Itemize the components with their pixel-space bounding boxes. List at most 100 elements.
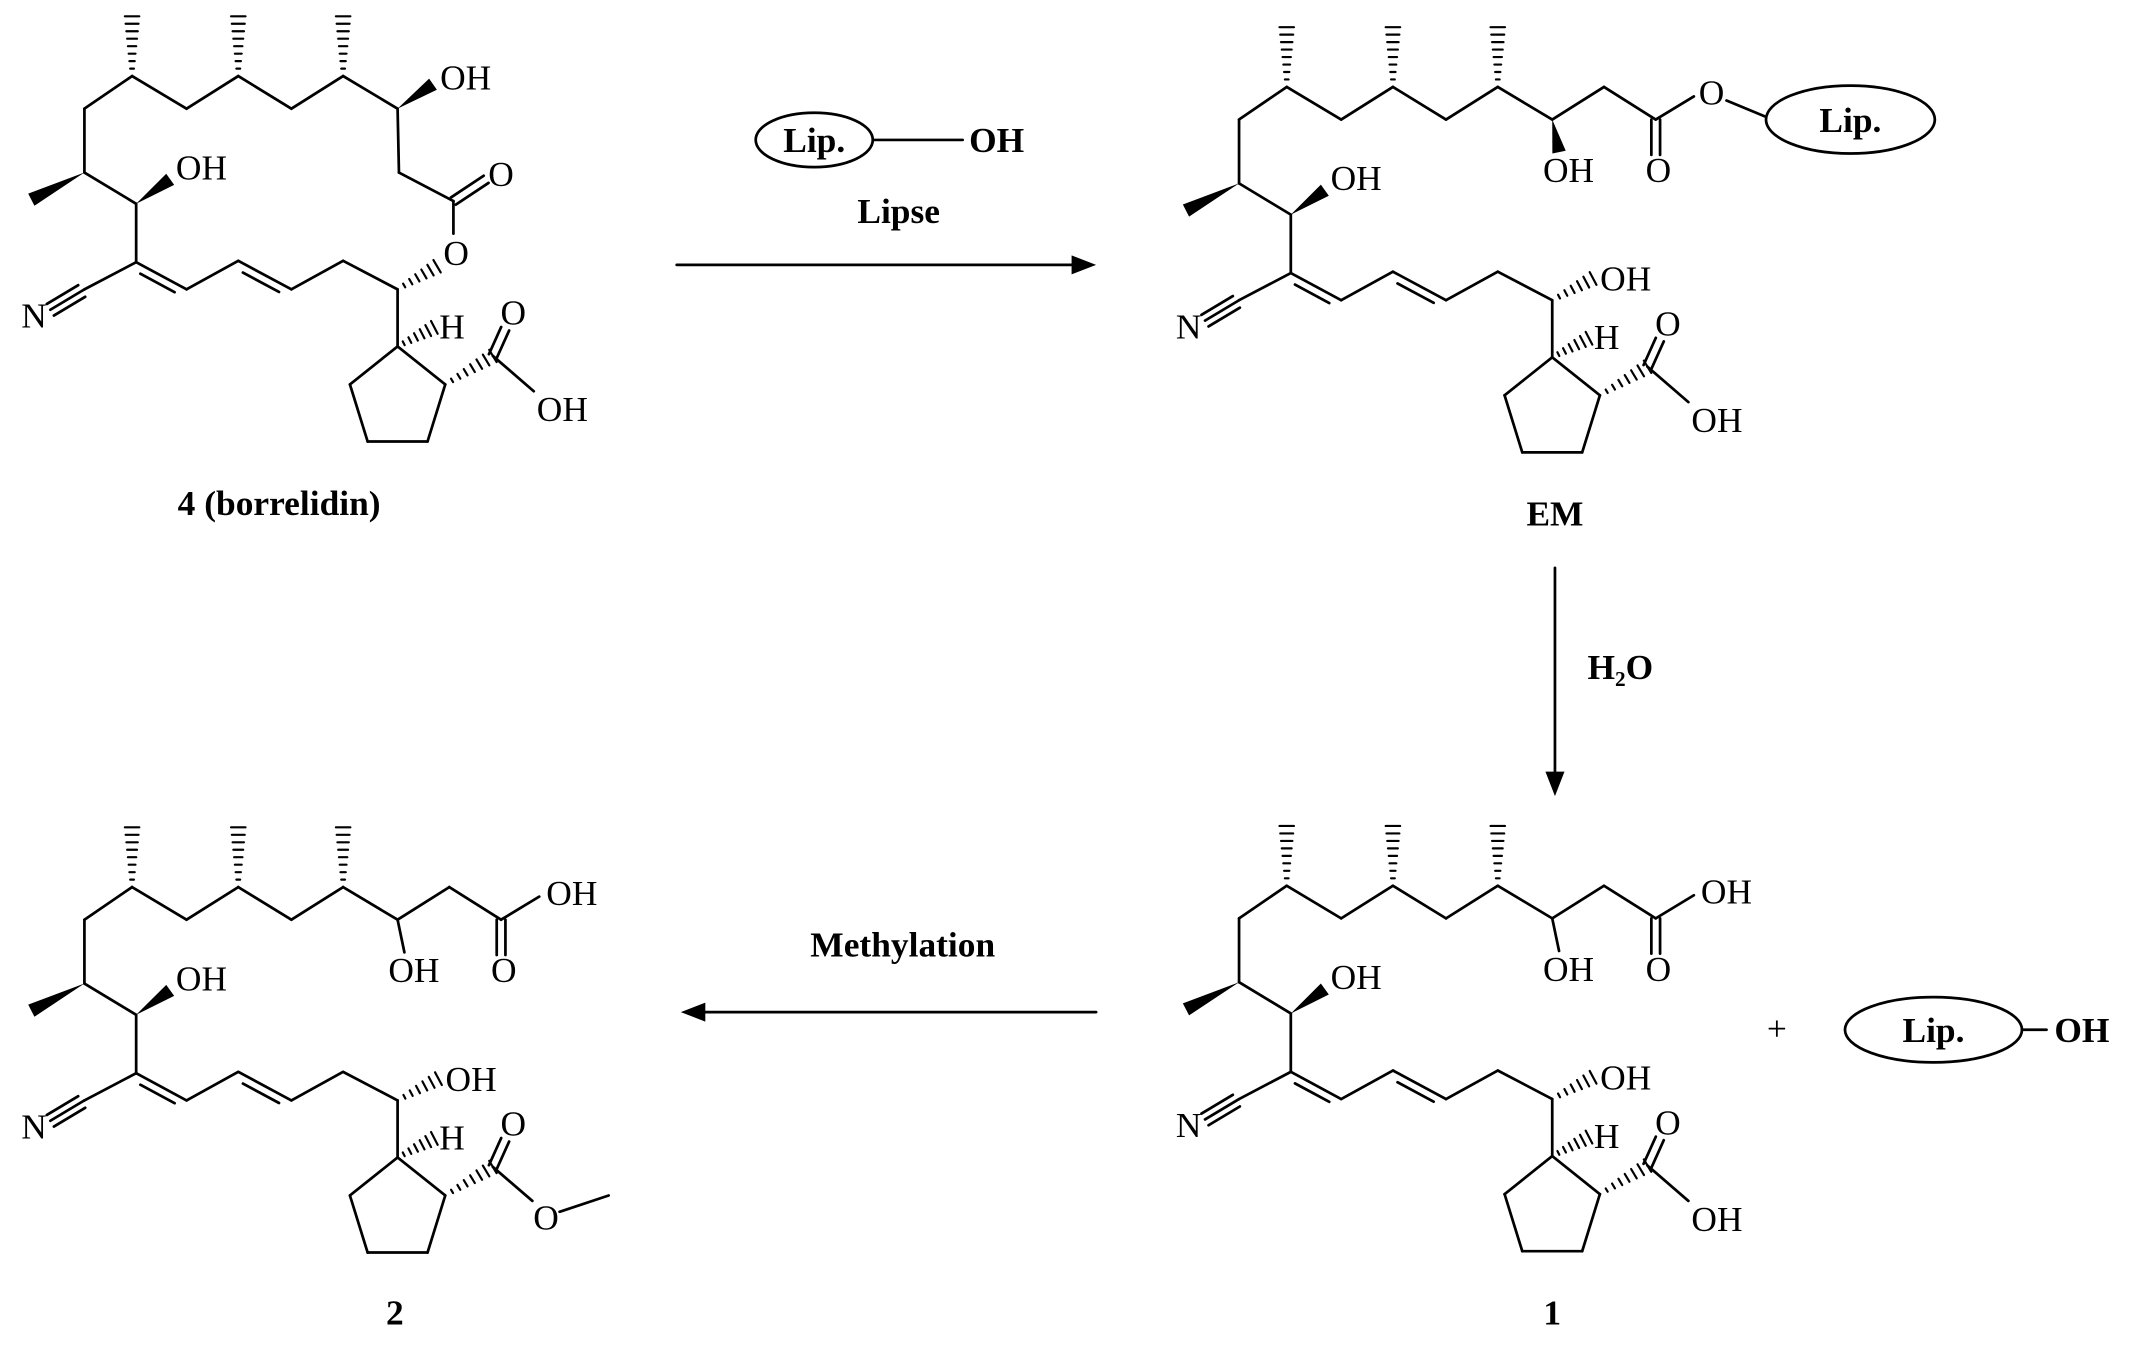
hashed-bond <box>1556 1129 1594 1156</box>
single-bond <box>185 259 240 291</box>
nitrogen-label: N <box>1176 1105 1202 1145</box>
single-bond <box>1444 270 1500 302</box>
nitrogen-label: N <box>1176 306 1202 346</box>
bond-line <box>1293 1082 1331 1104</box>
single-bond <box>396 918 406 954</box>
ester-oxygen-label: O <box>533 1197 559 1237</box>
hashed-bond <box>1278 26 1296 81</box>
hash-line <box>402 282 407 289</box>
hydrogen-label: H <box>439 1117 465 1157</box>
single-bond <box>185 885 240 922</box>
hashed-bond <box>123 826 141 881</box>
hash-line <box>1556 351 1561 358</box>
nitrogen-label: N <box>21 1106 47 1146</box>
hydroxyl-label: OH <box>1543 150 1594 190</box>
wedge-bond <box>1182 982 1240 1016</box>
hash-line <box>1584 330 1594 346</box>
hash-line <box>421 1080 429 1092</box>
single-bond <box>1496 1069 1554 1101</box>
triple-bond <box>1200 294 1242 328</box>
hydrogen-label: H <box>1594 317 1620 357</box>
single-bond <box>499 895 541 922</box>
bond-line <box>241 271 281 294</box>
single-bond <box>1285 884 1343 920</box>
bond-line <box>1391 270 1448 302</box>
single-bond <box>341 74 399 111</box>
hydroxyl-label: OH <box>537 389 588 429</box>
single-bond <box>396 1156 447 1197</box>
arrow-head <box>1071 255 1097 275</box>
bond-line <box>49 288 86 312</box>
hash-line <box>429 319 439 335</box>
hash-line <box>1556 1092 1562 1099</box>
bond-line <box>1203 1097 1241 1121</box>
bond-line <box>1642 1135 1658 1166</box>
single-bond <box>290 259 345 291</box>
hash-line <box>420 268 428 280</box>
hydrolysis-arrow <box>1545 566 1565 797</box>
hash-line <box>1578 1133 1587 1147</box>
double-bond <box>1649 916 1662 956</box>
hashed-bond <box>229 15 247 70</box>
double-bond <box>449 174 490 207</box>
single-bond <box>236 885 293 922</box>
hash-line <box>456 372 462 380</box>
hash-line <box>469 363 476 374</box>
wedge-bond <box>136 984 175 1015</box>
hashed-bond <box>401 319 439 347</box>
single-bond <box>1646 1164 1690 1203</box>
hash-line <box>407 1147 413 1155</box>
single-bond <box>1602 884 1658 920</box>
bond-line <box>49 1099 86 1123</box>
hash-line <box>424 1135 433 1149</box>
hash-line <box>401 340 406 347</box>
hydroxyl-label: OH <box>1691 400 1742 440</box>
hash-line <box>426 263 435 277</box>
hash-line <box>475 358 484 370</box>
triple-bond <box>1200 1093 1242 1127</box>
hydroxyl-label: OH <box>176 147 227 187</box>
hydrogen-label: H <box>439 306 465 346</box>
wedge-bond <box>397 78 437 109</box>
single-bond <box>1444 884 1500 920</box>
hash-line <box>1569 1083 1576 1093</box>
hash-line <box>462 1178 469 1188</box>
lipase-hydroxyl-label: OH <box>969 120 1024 160</box>
hash-line <box>1582 1074 1591 1088</box>
single-bond <box>348 1194 369 1254</box>
hydroxyl-label: OH <box>1543 949 1594 989</box>
double-bond <box>1391 1069 1448 1104</box>
hydrogen-label: H <box>1594 1116 1620 1156</box>
single-bond <box>1237 884 1289 920</box>
single-bond <box>83 1071 138 1102</box>
hash-line <box>1573 1137 1581 1150</box>
hydroxyl-label: OH <box>388 950 439 990</box>
double-bond <box>495 918 507 957</box>
carbonyl-oxygen-label: O <box>1655 1102 1681 1142</box>
hash-line <box>1610 1182 1617 1190</box>
bond-line <box>487 1136 503 1167</box>
bond-line <box>1289 1070 1343 1101</box>
double-bond <box>236 259 293 294</box>
bond-line <box>1391 1069 1448 1101</box>
hash-line <box>414 1084 422 1095</box>
single-bond <box>185 1070 240 1102</box>
hash-line <box>462 367 469 377</box>
hash-line <box>481 1164 491 1178</box>
bond-line <box>1200 1093 1235 1115</box>
single-bond <box>396 885 451 922</box>
single-bond <box>348 345 399 386</box>
single-bond <box>236 74 293 111</box>
single-bond <box>130 885 188 922</box>
single-bond <box>1503 1154 1554 1196</box>
hashed-bond <box>1278 824 1296 880</box>
hash-line <box>1604 1187 1609 1193</box>
bond-line <box>1203 298 1241 322</box>
hash-line <box>1556 293 1562 300</box>
double-bond <box>236 1070 293 1105</box>
hydroxyl-label: OH <box>546 873 597 913</box>
wedge-bond <box>1182 183 1240 217</box>
hash-line <box>424 323 433 338</box>
